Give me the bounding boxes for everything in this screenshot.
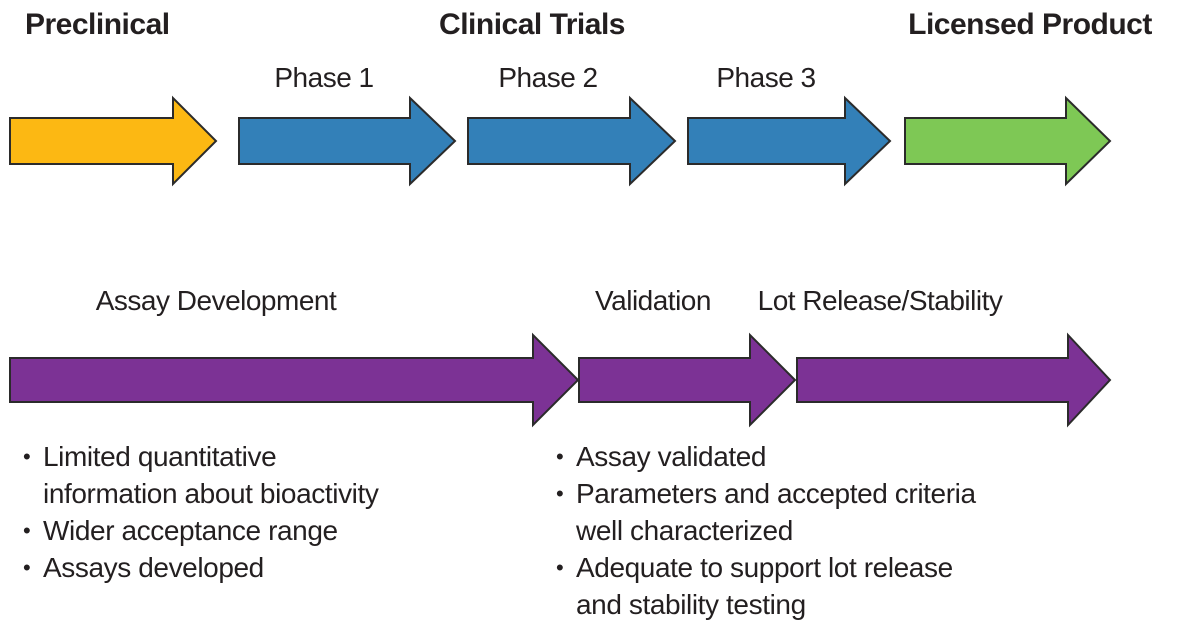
list-item: • Limited quantitative information about… <box>23 438 493 512</box>
bullet-icon: • <box>23 518 31 543</box>
bullet-icon: • <box>23 444 31 469</box>
stage-label-licensed-product: Licensed Product <box>908 8 1152 41</box>
note-text: Parameters and accepted criteria well ch… <box>576 478 976 546</box>
lot-release-stability-arrow <box>796 332 1112 428</box>
phase1-arrow <box>238 95 457 187</box>
bullet-icon: • <box>556 481 564 506</box>
assay-development-label: Assay Development <box>95 285 337 316</box>
note-text: Assays developed <box>43 552 264 583</box>
list-item: • Adequate to support lot release and st… <box>556 549 1116 623</box>
phase2-arrow <box>467 95 677 187</box>
note-text: Wider acceptance range <box>43 515 338 546</box>
bullet-icon: • <box>23 555 31 580</box>
list-item: • Wider acceptance range <box>23 512 493 549</box>
phase-2-label: Phase 2 <box>498 62 598 93</box>
list-item: • Parameters and accepted criteria well … <box>556 475 1116 549</box>
phase-3-label: Phase 3 <box>716 62 816 93</box>
bullet-icon: • <box>556 444 564 469</box>
phase-1-label: Phase 1 <box>274 62 374 93</box>
stage-label-clinical-trials: Clinical Trials <box>439 8 625 41</box>
assay-development-arrow <box>9 332 580 428</box>
validation-notes-list: • Assay validated • Parameters and accep… <box>556 438 1116 623</box>
assay-development-notes-list: • Limited quantitative information about… <box>23 438 493 586</box>
note-text: Adequate to support lot release and stab… <box>576 552 953 620</box>
list-item: • Assays developed <box>23 549 493 586</box>
list-item: • Assay validated <box>556 438 1116 475</box>
note-text: Limited quantitative information about b… <box>43 441 379 509</box>
bullet-icon: • <box>556 555 564 580</box>
note-text: Assay validated <box>576 441 767 472</box>
phase3-arrow <box>687 95 892 187</box>
preclinical-arrow <box>9 95 218 187</box>
validation-label: Validation <box>595 285 711 316</box>
stage-label-preclinical: Preclinical <box>25 8 170 41</box>
lot-release-stability-label: Lot Release/Stability <box>757 285 1003 316</box>
validation-arrow <box>578 332 797 428</box>
licensed-product-arrow <box>904 95 1112 187</box>
